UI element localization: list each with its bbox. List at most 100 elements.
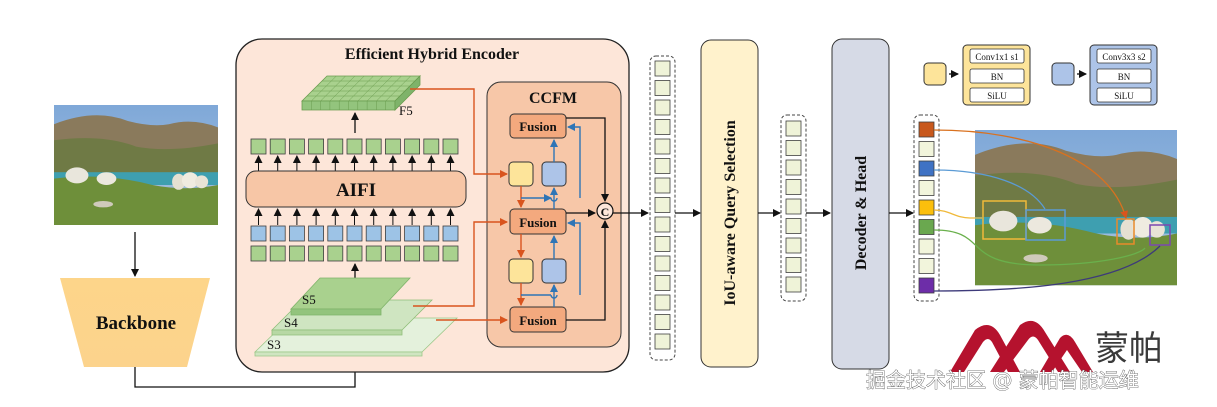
query-token xyxy=(785,276,802,293)
encoder-output-tokens xyxy=(649,55,676,361)
s5-flattened-tokens xyxy=(250,245,459,262)
f5-grid-line xyxy=(348,75,374,102)
svg-text:Conv3x3 s2: Conv3x3 s2 xyxy=(1102,52,1145,62)
token xyxy=(384,245,401,262)
svg-text:SiLU: SiLU xyxy=(1114,91,1134,101)
f5-grid-line xyxy=(329,75,356,102)
concat-node: C xyxy=(596,202,614,220)
legend-blue-swatch xyxy=(1051,62,1075,86)
token xyxy=(384,225,401,242)
encoder-title: Efficient Hybrid Encoder xyxy=(345,46,519,63)
svg-text:SiLU: SiLU xyxy=(987,91,1007,101)
aifi-input-arrows xyxy=(254,208,455,225)
output-image xyxy=(975,130,1177,286)
query-token xyxy=(654,314,671,330)
backbone-block: Backbone xyxy=(60,278,210,367)
query-token xyxy=(654,99,671,116)
query-token xyxy=(918,219,935,235)
query-token xyxy=(918,277,935,294)
arrow-backbone-to-encoder xyxy=(134,361,359,388)
svg-text:BN: BN xyxy=(991,72,1004,82)
svg-text:Fusion: Fusion xyxy=(519,119,557,134)
ccfm-title: CCFM xyxy=(529,90,577,107)
token xyxy=(384,138,401,155)
token xyxy=(269,225,286,242)
efficient-hybrid-encoder: Efficient Hybrid Encoder F5 AIFI xyxy=(235,38,630,373)
encoder-to-ccfm-arrows xyxy=(410,88,508,324)
legend-yellow-swatch xyxy=(923,62,947,86)
query-token xyxy=(785,257,802,273)
bbox-blue xyxy=(1025,209,1066,241)
query-token xyxy=(654,275,671,291)
token xyxy=(365,138,382,155)
query-token xyxy=(785,237,802,254)
f5-grid-line xyxy=(339,75,365,102)
query-token xyxy=(654,294,671,311)
conv1x1-block-lower xyxy=(508,258,534,284)
decoder-and-head: Decoder & Head xyxy=(831,38,890,370)
token xyxy=(327,138,344,155)
token xyxy=(269,245,286,262)
legend: Conv1x1 s1 BN SiLU Conv3x3 s2 BN SiLU xyxy=(923,44,1158,106)
query-token xyxy=(654,138,671,155)
f5-feature-map: F5 xyxy=(301,75,421,118)
query-token xyxy=(785,120,802,137)
f5-label: F5 xyxy=(399,103,413,118)
token xyxy=(250,225,267,242)
aifi-block: AIFI xyxy=(245,170,467,208)
bbox-orange xyxy=(1116,218,1135,245)
query-token xyxy=(918,121,935,138)
token xyxy=(404,138,421,155)
query-token xyxy=(654,177,671,194)
query-token xyxy=(918,199,935,216)
token xyxy=(269,138,286,155)
logo-icon xyxy=(950,320,1093,372)
output-query-tokens xyxy=(913,114,940,302)
query-token xyxy=(654,119,671,135)
ccfm-block: CCFM Fusion Fusion Fusion xyxy=(486,81,622,348)
query-token xyxy=(918,141,935,157)
token xyxy=(442,245,459,262)
fusion-top: Fusion xyxy=(509,113,567,139)
query-token xyxy=(654,60,671,77)
query-detection-links xyxy=(933,129,1161,292)
s5-layer xyxy=(290,277,411,316)
query-token xyxy=(654,197,671,213)
f5-grid-line xyxy=(385,75,411,102)
token xyxy=(308,245,325,262)
token xyxy=(346,225,363,242)
token xyxy=(288,138,305,155)
svg-text:C: C xyxy=(601,205,610,219)
logo-text: 蒙帕 xyxy=(1095,329,1163,369)
conv3x3-block-upper xyxy=(541,161,567,187)
token xyxy=(365,245,382,262)
aifi-output-arrows xyxy=(254,155,455,171)
positional-embedding-tokens xyxy=(250,225,459,242)
token xyxy=(346,138,363,155)
query-token xyxy=(918,238,935,255)
conv3x3-block-lower xyxy=(541,258,567,284)
query-token xyxy=(918,180,935,196)
svg-text:BN: BN xyxy=(1118,72,1131,82)
bottom-up-path xyxy=(521,123,581,307)
svg-text:Fusion: Fusion xyxy=(519,215,557,230)
s4-label: S4 xyxy=(284,315,298,330)
token xyxy=(423,245,440,262)
bbox-purple xyxy=(1149,224,1171,246)
token xyxy=(327,225,344,242)
token xyxy=(442,138,459,155)
query-token xyxy=(785,159,802,176)
svg-text:Fusion: Fusion xyxy=(519,313,557,328)
multi-scale-features: S5 S4 S3 xyxy=(254,277,458,357)
token xyxy=(250,245,267,262)
token xyxy=(365,225,382,242)
legend-conv3x3-block: Conv3x3 s2 BN SiLU xyxy=(1089,44,1158,106)
token xyxy=(423,138,440,155)
query-token xyxy=(785,140,802,156)
token xyxy=(308,225,325,242)
query-token xyxy=(654,80,671,96)
query-token xyxy=(654,216,671,233)
query-token xyxy=(654,236,671,252)
f5-grid-line xyxy=(311,75,337,102)
token xyxy=(346,245,363,262)
